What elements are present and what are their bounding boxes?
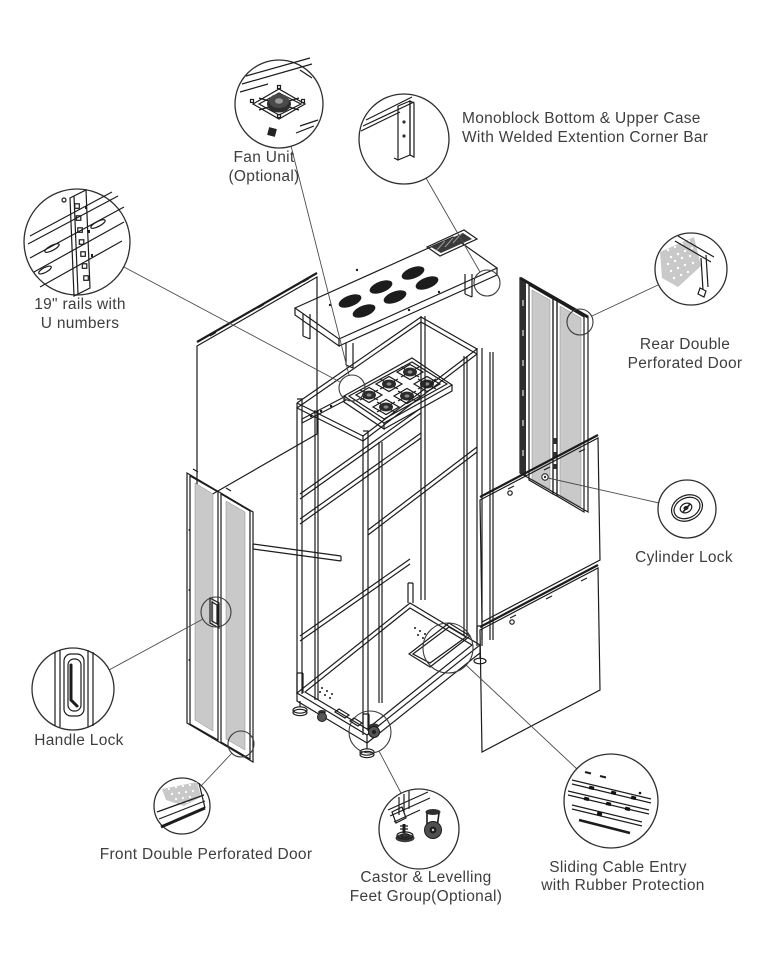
- door-handle: [209, 596, 220, 630]
- leader-lines: [108, 145, 660, 794]
- highlight-rings: [200, 269, 594, 758]
- detail-circle-castor: [378, 788, 460, 870]
- cylinder-lock-label: Cylinder Lock: [635, 549, 733, 566]
- fan-unit-label-line1: Fan Unit: [234, 149, 295, 166]
- detail-circle-cylinder-lock: [657, 479, 717, 539]
- base-hole-dots: [319, 627, 426, 699]
- detail-circle-cable-entry: [563, 753, 659, 849]
- rear-door-perforation-dots: [666, 239, 695, 280]
- levelling-feet: [292, 653, 487, 759]
- detail-circle-monoblock: [358, 93, 450, 185]
- rails-label-line1: 19" rails with: [34, 296, 126, 313]
- detail-circle-handle-lock: [31, 647, 115, 731]
- cable-entry-clips: [583, 785, 637, 817]
- base-assembly: [292, 582, 487, 759]
- rear-door-label-line2: Perforated Door: [628, 355, 743, 372]
- right-side-panels: [479, 434, 601, 753]
- monoblock-label-line2: With Welded Extention Corner Bar: [462, 129, 708, 146]
- monoblock-label-line1: Monoblock Bottom & Upper Case: [462, 110, 701, 127]
- u-number-holes: [74, 203, 93, 281]
- left-side-panel: [196, 272, 318, 505]
- fan-tray: [301, 357, 454, 431]
- top-cover: [293, 229, 499, 369]
- castor-label-line1: Castor & Levelling: [360, 869, 491, 886]
- cylinder-lock-on-door: [541, 473, 549, 481]
- callout-labels: Fan Unit (Optional) Monoblock Bottom & U…: [34, 110, 742, 905]
- handle-lock-label: Handle Lock: [34, 732, 123, 749]
- castor-wheel-detail: [424, 809, 442, 839]
- rear-door-label-line1: Rear Double: [640, 336, 730, 353]
- top-cover-fan-holes: [338, 266, 439, 318]
- castor-label-line2: Feet Group(Optional): [350, 888, 502, 905]
- top-cover-brush-slot: [425, 229, 479, 257]
- frame: [252, 316, 494, 731]
- fan-tray-fans: [354, 363, 442, 416]
- fan-unit-label-line2: (Optional): [228, 168, 299, 185]
- detail-circle-rear-door: [654, 232, 728, 306]
- front-doors: [186, 468, 254, 764]
- cable-entry-label-line2: with Rubber Protection: [540, 877, 704, 894]
- front-door-label: Front Double Perforated Door: [100, 846, 313, 863]
- castors: [317, 710, 380, 738]
- detail-circle-rails: [23, 188, 131, 297]
- detail-circle-front-door: [153, 777, 211, 835]
- detail-circle-fan-unit: [234, 57, 324, 149]
- cable-entry-label-line1: Sliding Cable Entry: [549, 859, 687, 876]
- levelling-foot-detail: [395, 824, 415, 843]
- rear-doors: [519, 276, 589, 514]
- rails-label-line2: U numbers: [41, 315, 120, 332]
